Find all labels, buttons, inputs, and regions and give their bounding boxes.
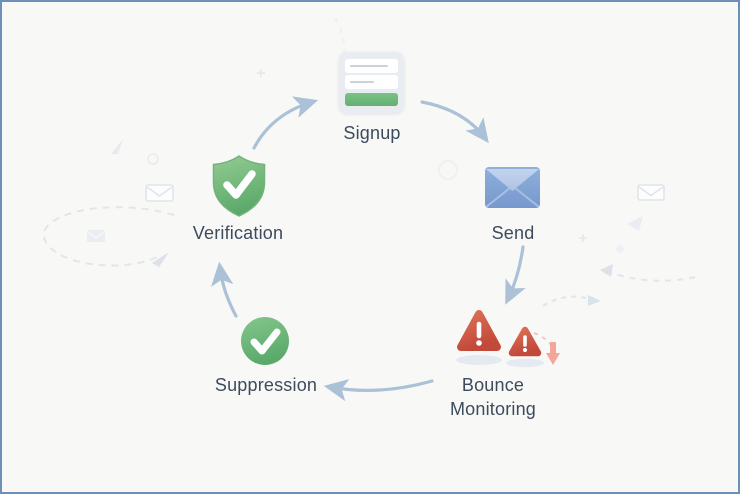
shadow-ellipse bbox=[456, 355, 502, 365]
form-field-row bbox=[345, 75, 398, 89]
field-text-line bbox=[350, 65, 388, 67]
node-label-send: Send bbox=[491, 223, 535, 243]
decor-paper-plane-right-icon bbox=[627, 216, 643, 231]
form-field-row bbox=[345, 59, 398, 73]
node-label-verification: Verification bbox=[192, 223, 284, 243]
node-label-suppression: Suppression bbox=[214, 375, 318, 395]
warning-triangle-large-icon bbox=[457, 310, 501, 351]
decor-dashed-curve-right bbox=[600, 264, 696, 282]
signup-form-icon bbox=[339, 52, 404, 113]
decor-dashed-swirl-left bbox=[42, 206, 175, 267]
field-text-line bbox=[350, 81, 374, 83]
decor-envelope-outline-right-icon bbox=[637, 184, 665, 201]
bounce-down-arrow-icon bbox=[546, 342, 560, 365]
arrow-send-to-bounce bbox=[505, 245, 526, 305]
envelope-icon bbox=[485, 167, 540, 208]
decor-circle-large-icon bbox=[438, 160, 458, 180]
decor-dashed-arc-salmon bbox=[533, 332, 552, 346]
decor-envelope-small-icon bbox=[86, 230, 106, 242]
warning-triangle-small-icon bbox=[508, 326, 542, 357]
warning-triangles-icon bbox=[456, 310, 560, 368]
node-label-bounce-monitoring: Bounce Monitoring bbox=[449, 375, 537, 420]
decor-plus-left-icon bbox=[257, 69, 265, 77]
check-circle-icon bbox=[241, 317, 289, 365]
decor-circle-small-icon bbox=[147, 153, 159, 165]
node-label-signup: Signup bbox=[343, 123, 401, 143]
decor-dashed-curve-center bbox=[542, 295, 601, 307]
shadow-ellipse bbox=[506, 358, 544, 368]
decor-paper-plane-left-icon bbox=[111, 139, 123, 154]
decor-envelope-outline-left-icon bbox=[145, 184, 174, 202]
decor-diamond-icon bbox=[615, 244, 625, 254]
arrow-bounce-to-suppression bbox=[323, 379, 434, 402]
arrow-suppression-to-verification bbox=[211, 261, 238, 318]
shield-check-icon bbox=[212, 155, 266, 217]
form-submit-button-icon bbox=[345, 93, 398, 106]
